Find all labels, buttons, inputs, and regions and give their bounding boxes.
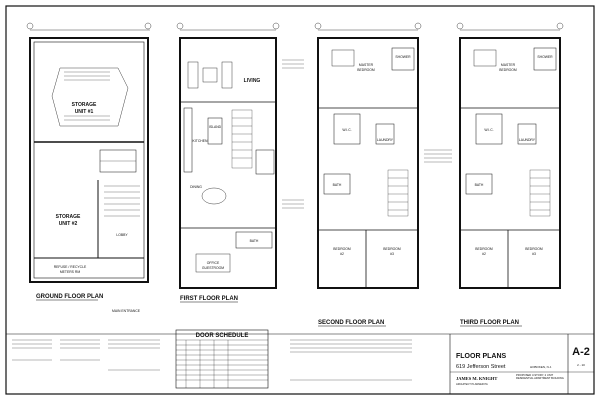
- room-label-bedroom-3-num: #3: [390, 252, 394, 256]
- room-label-bath: BATH: [333, 183, 342, 187]
- room-label-bath: BATH: [250, 239, 259, 243]
- room-label-dining: DINING: [190, 185, 202, 189]
- first-floor-title: FIRST FLOOR PLAN: [180, 296, 238, 302]
- room-label-bedroom-3-num: #3: [532, 252, 536, 256]
- project-description-text: PROPOSED 3-STORY, 2 UNIT RESIDENTIAL APA…: [516, 374, 564, 381]
- room-label-laundry: LAUNDRY: [377, 138, 394, 142]
- ground-floor-plan: STORAGE UNIT #1 STORAGE UNIT #2 LOBBY RE…: [26, 22, 152, 313]
- project-city: HOBOKEN, N.J.: [530, 365, 552, 369]
- room-label-laundry: LAUNDRY: [519, 138, 536, 142]
- room-label-lobby: LOBBY: [116, 233, 128, 237]
- room-label-wic: W.I.C.: [484, 128, 493, 132]
- room-label-bedroom-2: BEDROOM: [475, 247, 493, 251]
- room-label-shower: SHOWER: [537, 55, 553, 59]
- main-entrance-label: MAIN ENTRANCE: [112, 309, 141, 313]
- room-label-bedroom-2-num: #2: [340, 252, 344, 256]
- firm-subtitle: ARCHITECT PLANNER PA: [456, 382, 488, 386]
- general-notes: [12, 339, 160, 371]
- room-label-bedroom-2: BEDROOM: [333, 247, 351, 251]
- sheet-title: FLOOR PLANS: [456, 353, 506, 360]
- room-label-living: LIVING: [244, 78, 261, 84]
- room-label-shower: SHOWER: [395, 55, 411, 59]
- room-label-wic: W.I.C.: [342, 128, 351, 132]
- second-floor-plan: MASTER BEDROOM SHOWER W.I.C. LAUNDRY BAT…: [314, 22, 422, 327]
- second-floor-title: SECOND FLOOR PLAN: [318, 320, 384, 326]
- sheet-border: [5, 5, 595, 395]
- room-label-master: MASTER: [359, 63, 374, 67]
- sheet-number: A-2: [572, 346, 590, 358]
- room-label-kitchen: KITCHEN: [193, 139, 208, 143]
- third-floor-title: THIRD FLOOR PLAN: [460, 320, 519, 326]
- first-floor-plan: LIVING ISLAND KITCHEN DINING BATH OFFICE…: [176, 22, 304, 303]
- ground-floor-title: GROUND FLOOR PLAN: [36, 294, 103, 300]
- door-schedule-title: DOOR SCHEDULE: [196, 333, 249, 339]
- room-label-storage-1: STORAGE: [72, 102, 97, 108]
- room-label-storage-2: STORAGE: [56, 214, 81, 220]
- room-label-guestroom: GUESTROOM: [202, 266, 224, 270]
- room-label-bedroom-3: BEDROOM: [525, 247, 543, 251]
- room-label-refuse: REFUSE / RECYCLE: [54, 265, 87, 269]
- firm-name: JAMES M. KNIGHT: [456, 376, 497, 381]
- third-floor-plan: MASTER BEDROOM SHOWER W.I.C. LAUNDRY BAT…: [424, 22, 564, 327]
- room-label-unit-2: UNIT #2: [59, 221, 78, 227]
- room-label-meters: METERS RM: [60, 270, 81, 274]
- room-label-bedroom-2-num: #2: [482, 252, 486, 256]
- room-label-master: MASTER: [501, 63, 516, 67]
- door-schedule: DOOR SCHEDULE: [175, 329, 269, 389]
- title-block: FLOOR PLANS 619 Jefferson Street HOBOKEN…: [449, 334, 594, 394]
- room-label-master-bedroom: BEDROOM: [357, 68, 375, 72]
- room-label-unit-1: UNIT #1: [75, 109, 94, 115]
- room-label-bedroom-3: BEDROOM: [383, 247, 401, 251]
- room-label-office: OFFICE: [207, 261, 220, 265]
- page-number: 2 - 10: [577, 363, 585, 367]
- room-label-master-bedroom: BEDROOM: [499, 68, 517, 72]
- project-description: PROPOSED 3-STORY, 2 UNIT RESIDENTIAL APA…: [516, 374, 564, 381]
- project-address: 619 Jefferson Street: [456, 364, 506, 370]
- room-label-island: ISLAND: [209, 125, 222, 129]
- room-label-bath: BATH: [475, 183, 484, 187]
